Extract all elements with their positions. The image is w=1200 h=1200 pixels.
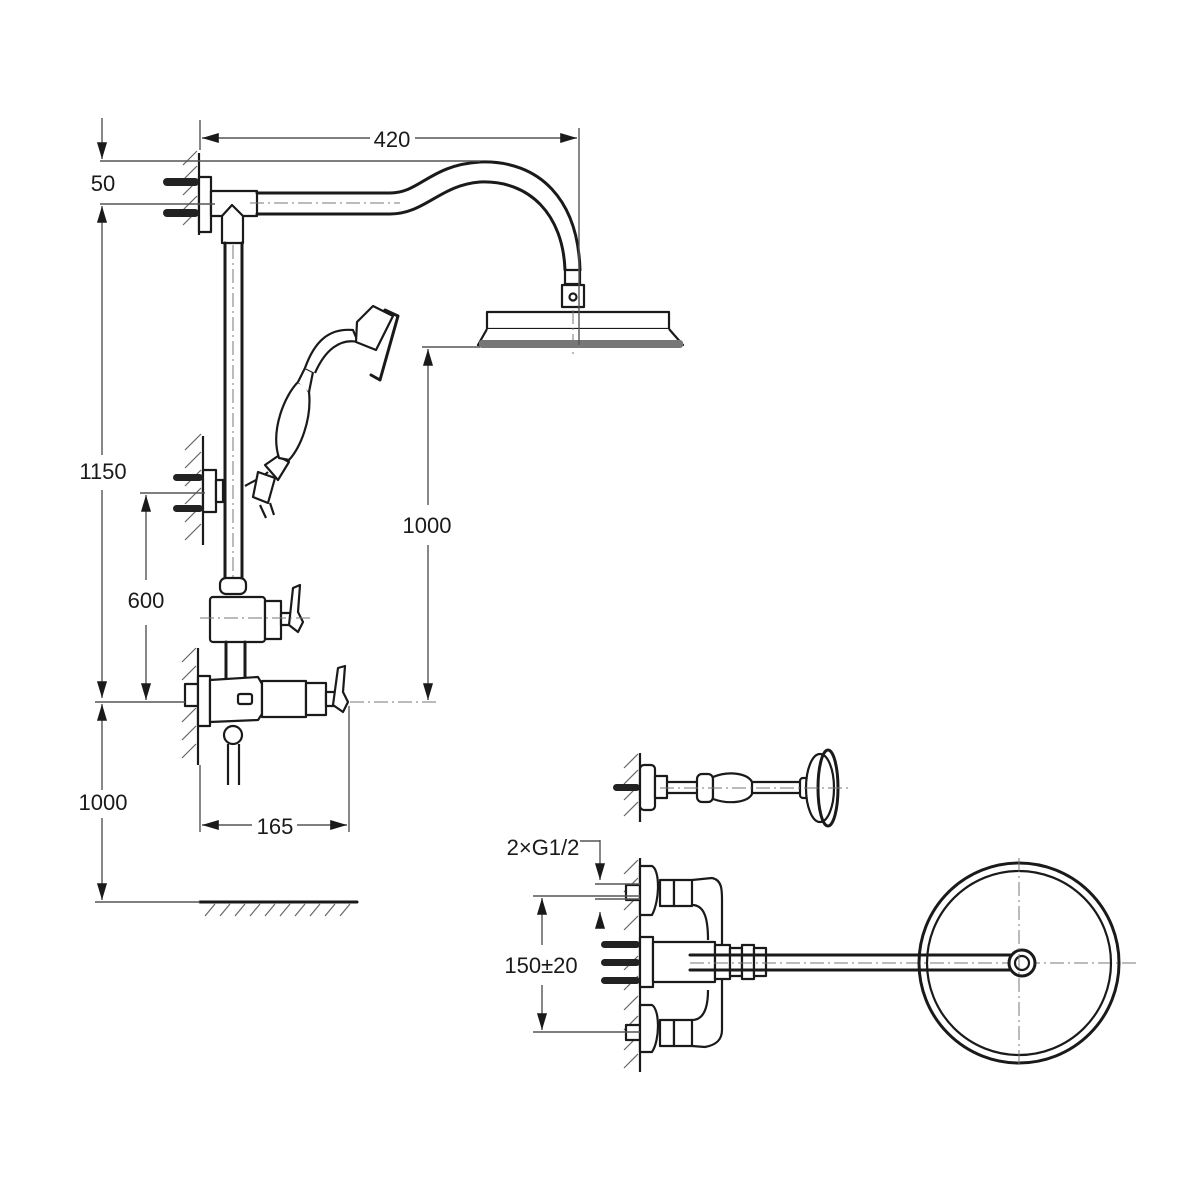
side-elevation-view: 420 50 1150 600 1000 1000 165 [79, 118, 685, 917]
mid-wall-bracket [173, 433, 225, 545]
overhead-arm [209, 160, 586, 309]
hand-shower [244, 304, 400, 519]
dim-bracket-to-valve: 600 [128, 588, 165, 613]
floor-line [198, 900, 359, 917]
dim-valve-depth: 165 [257, 814, 294, 839]
plan-valve-and-head-view [533, 840, 1140, 1072]
thermostatic-mixer [181, 647, 350, 785]
dim-overall-height: 1150 [79, 459, 126, 484]
dim-head-height: 1000 [403, 513, 452, 538]
dim-arm-projection: 420 [374, 127, 411, 152]
dim-bracket-spacing: 50 [91, 171, 115, 196]
slide-rail-riser [218, 203, 248, 596]
dim-inlet-thread: 2×G1/2 [507, 835, 580, 860]
plan-hand-shower-view [613, 748, 850, 828]
dim-valve-height: 1000 [79, 790, 128, 815]
rain-shower-head [476, 310, 685, 355]
dimension-lines [95, 118, 580, 903]
top-wall-mount [163, 150, 213, 235]
dim-inlet-centers: 150±20 [504, 953, 577, 978]
diverter-valve [200, 583, 310, 682]
